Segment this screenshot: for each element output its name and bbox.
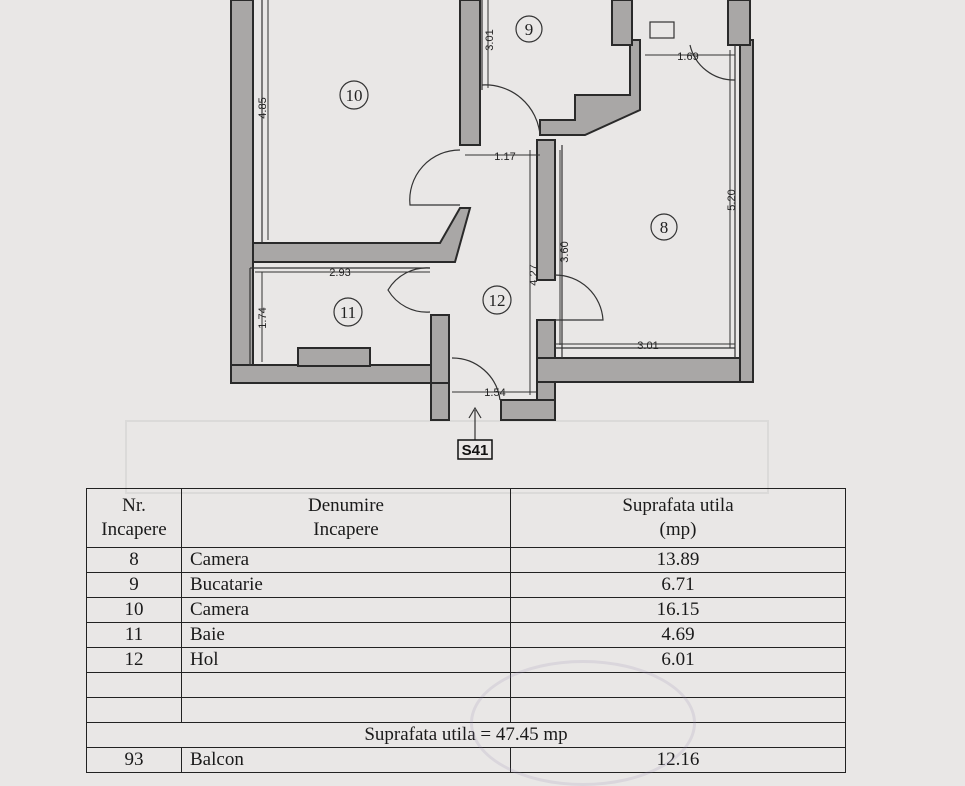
dim-label: 2.93 — [329, 267, 350, 279]
floor-plan: 4.85 3.01 1.69 1.17 5.20 3.60 4.27 2.93 … — [230, 0, 754, 460]
door-11 — [387, 267, 431, 313]
room-number-11: 11 — [340, 303, 356, 322]
table-header-row: Nr. Incapere Denumire Incapere Suprafata… — [86, 488, 846, 548]
header-name: Denumire Incapere — [181, 488, 511, 548]
table-row-balcony: 93 Balcon 12.16 — [86, 747, 846, 773]
door-9 — [481, 84, 541, 136]
header-area: Suprafata utila (mp) — [510, 488, 846, 548]
room-number-8: 8 — [660, 218, 669, 237]
wall-10-11 — [252, 207, 472, 263]
wall-entrance-sill — [500, 399, 556, 421]
dim-label: 1.74 — [257, 307, 269, 328]
bath-fixture — [297, 347, 371, 367]
table-row-empty — [86, 697, 846, 723]
table-row: 9 Bucatarie 6.71 — [86, 572, 846, 598]
wall-right — [739, 39, 754, 383]
wall-9-8 — [539, 39, 641, 136]
header-nr: Nr. Incapere — [86, 488, 182, 548]
dim-label: 4.85 — [257, 97, 269, 118]
table-row-empty — [86, 672, 846, 698]
door-balcony — [689, 44, 736, 81]
table-row: 10 Camera 16.15 — [86, 597, 846, 623]
rooms-table: Nr. Incapere Denumire Incapere Suprafata… — [86, 488, 846, 773]
dim-label: 3.60 — [559, 241, 571, 262]
room-number-12: 12 — [489, 291, 506, 310]
total-row: Suprafata utila = 47.45 mp — [86, 722, 846, 748]
wall-11-12 — [430, 314, 450, 384]
wall-12-8 — [536, 139, 556, 281]
vent-box — [649, 21, 675, 39]
dim-label: 5.20 — [726, 189, 738, 210]
table-row: 8 Camera 13.89 — [86, 547, 846, 573]
dim-label: 3.01 — [484, 29, 496, 50]
door-10 — [409, 149, 461, 206]
dim-label: 3.01 — [637, 340, 658, 352]
door-8 — [554, 274, 604, 321]
total-area: Suprafata utila = 47.45 mp — [86, 722, 846, 748]
wall-right-top — [727, 0, 751, 46]
table-row: 11 Baie 4.69 — [86, 622, 846, 648]
wall-bottom-left — [230, 364, 450, 384]
dim-label: 1.17 — [494, 151, 515, 163]
wall-bottom-right — [536, 357, 754, 383]
table-row: 12 Hol 6.01 — [86, 647, 846, 673]
room-number-10: 10 — [346, 86, 363, 105]
dim-label: 4.27 — [528, 264, 540, 285]
dim-label: 1.54 — [484, 387, 505, 399]
entrance-label: S41 — [462, 442, 489, 459]
wall-10-9 — [459, 0, 481, 146]
dim-label: 1.69 — [677, 51, 698, 63]
room-number-9: 9 — [525, 20, 534, 39]
wall-9-right — [611, 0, 633, 46]
